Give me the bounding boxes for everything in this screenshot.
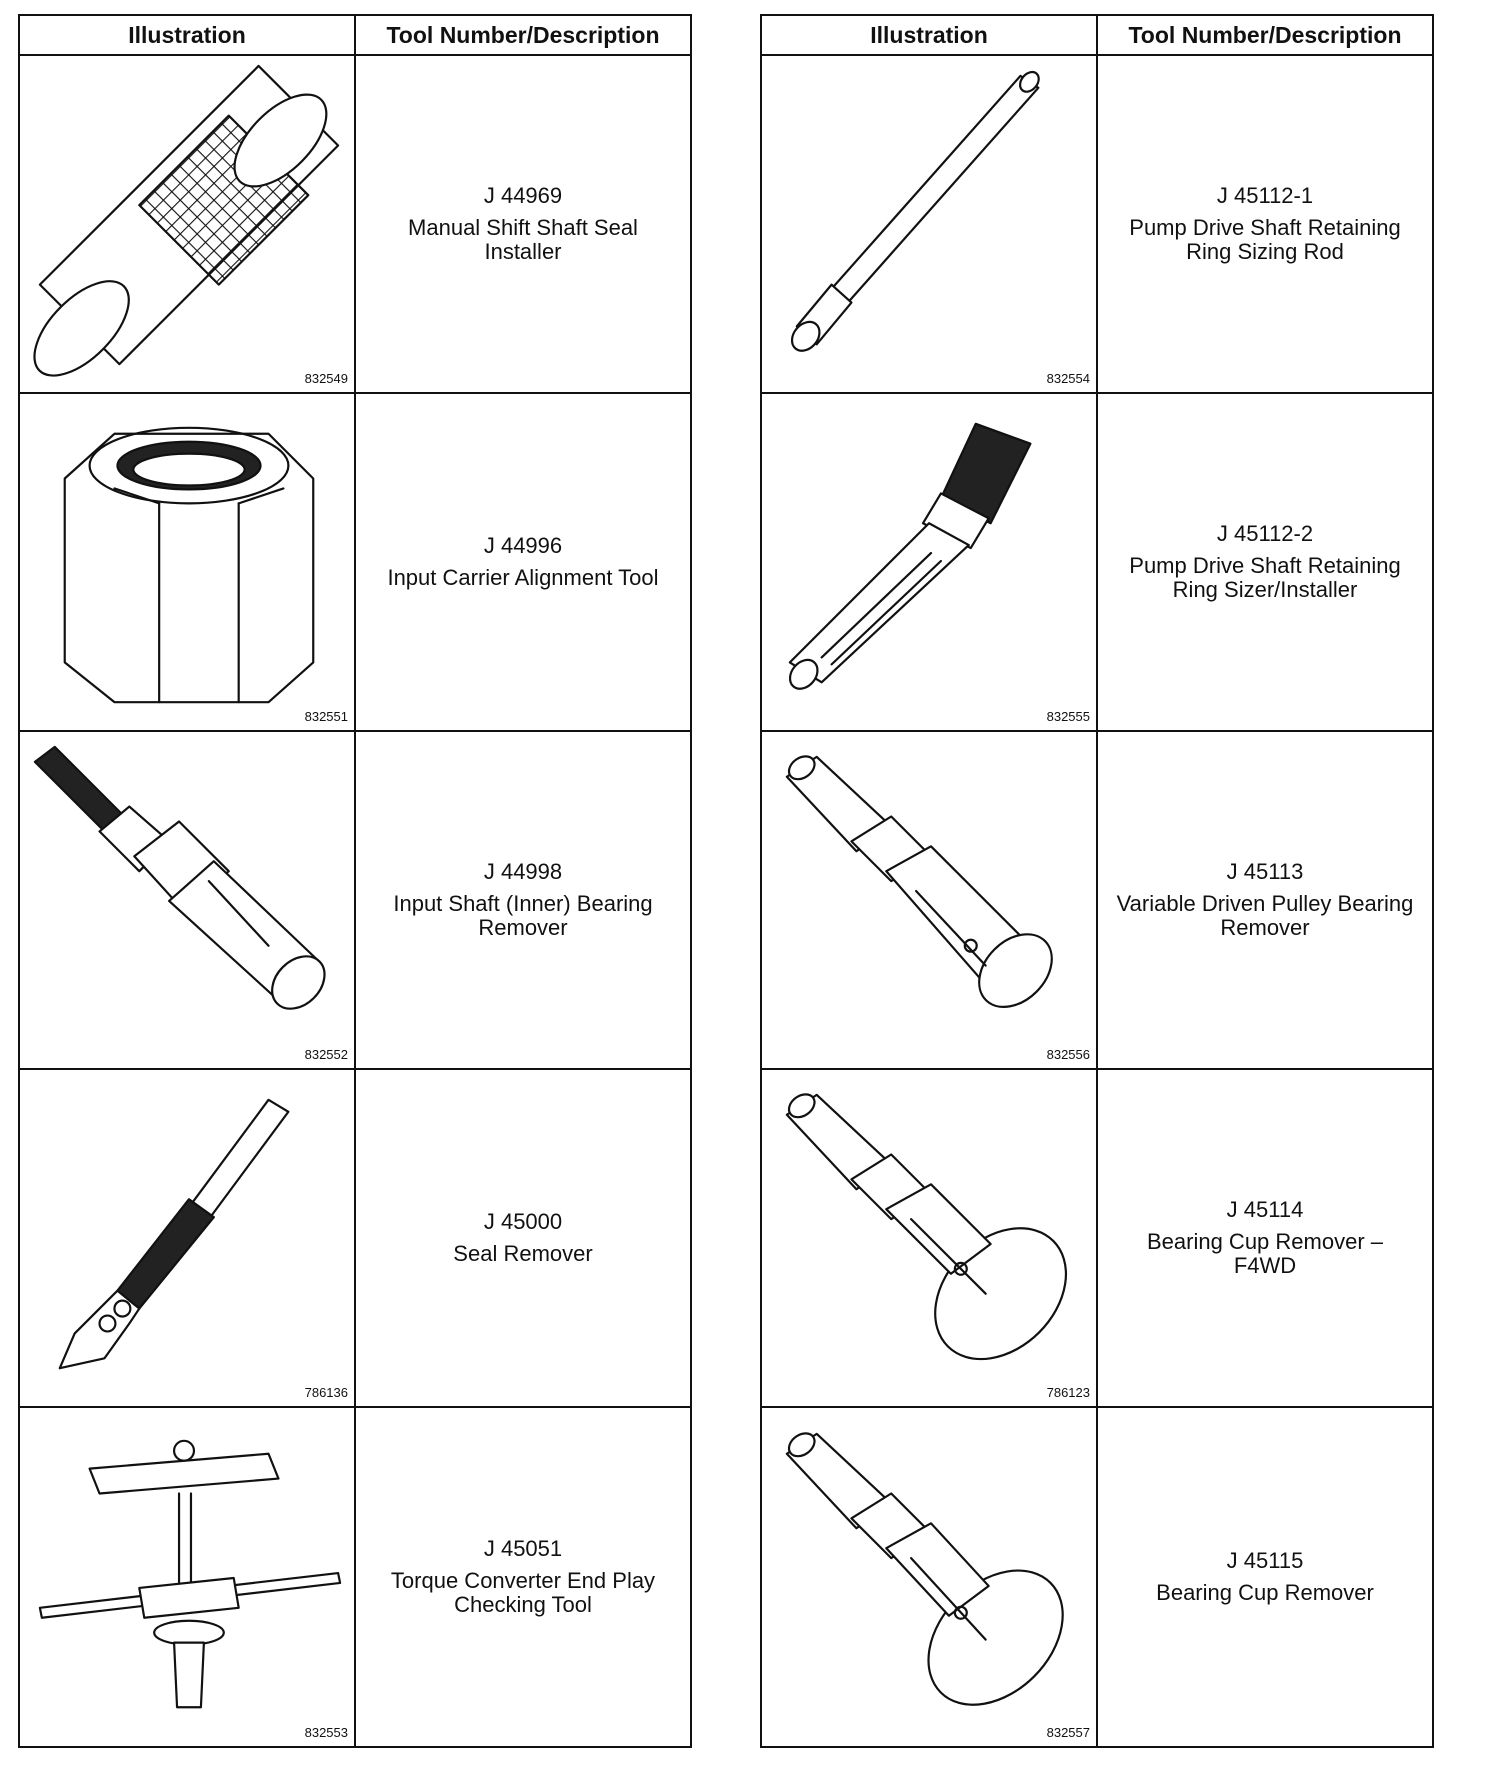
tool-name: Torque Converter End Play Checking Tool — [390, 1568, 656, 1617]
tool-header: Tool Number/Description — [1128, 21, 1402, 48]
figure-number: 832556 — [1046, 1047, 1090, 1062]
sizing-rod-illustration: 832554 — [762, 56, 1098, 392]
figure-number: 786123 — [1046, 1385, 1090, 1400]
tool-number: J 45113 — [1226, 859, 1304, 884]
figure-number: 832552 — [304, 1047, 348, 1062]
table-row: 832553 J 45051 Torque Converter End Play… — [20, 1408, 690, 1746]
figure-number: 832557 — [1046, 1725, 1090, 1740]
table-row: 832555 J 45112-2 Pump Drive Shaft Retain… — [762, 394, 1432, 732]
tool-name: Input Shaft (Inner) Bearing Remover — [393, 891, 653, 940]
tool-description-cell: J 45000 Seal Remover — [356, 1070, 690, 1406]
pulley-bearing-remover-illustration: 832556 — [762, 732, 1098, 1068]
tool-number: J 45115 — [1226, 1548, 1304, 1573]
tool-number: J 45114 — [1226, 1197, 1304, 1222]
illustration-header: Illustration — [762, 16, 1098, 54]
table-header: Illustration Tool Number/Description — [762, 16, 1432, 56]
tool-number: J 44969 — [483, 183, 563, 208]
tool-description-cell: J 45112-2 Pump Drive Shaft Retaining Rin… — [1098, 394, 1432, 730]
tool-name: Pump Drive Shaft Retaining Ring Sizer/In… — [1129, 553, 1401, 602]
seal-remover-illustration: 786136 — [20, 1070, 356, 1406]
tool-number: J 44998 — [483, 859, 563, 884]
tool-description-cell: J 45112-1 Pump Drive Shaft Retaining Rin… — [1098, 56, 1432, 392]
table-row: 832552 J 44998 Input Shaft (Inner) Beari… — [20, 732, 690, 1070]
table-row: 786136 J 45000 Seal Remover — [20, 1070, 690, 1408]
tool-number: J 45000 — [483, 1209, 563, 1234]
bearing-cup-remover-f4wd-illustration: 786123 — [762, 1070, 1098, 1406]
tool-number: J 44996 — [483, 533, 563, 558]
tool-name: Seal Remover — [453, 1241, 593, 1266]
figure-number: 832554 — [1046, 371, 1090, 386]
tool-description-cell: J 44998 Input Shaft (Inner) Bearing Remo… — [356, 732, 690, 1068]
figure-number: 832549 — [304, 371, 348, 386]
tool-header: Tool Number/Description — [386, 21, 660, 48]
sizer-installer-illustration: 832555 — [762, 394, 1098, 730]
tool-number: J 45112-2 — [1216, 521, 1314, 546]
tool-description-cell: J 45115 Bearing Cup Remover — [1098, 1408, 1432, 1746]
table-row: 832554 J 45112-1 Pump Drive Shaft Retain… — [762, 56, 1432, 394]
tool-description-cell: J 44969 Manual Shift Shaft Seal Installe… — [356, 56, 690, 392]
figure-number: 832553 — [304, 1725, 348, 1740]
tool-name: Pump Drive Shaft Retaining Ring Sizing R… — [1129, 215, 1401, 264]
table-row: 832556 J 45113 Variable Driven Pulley Be… — [762, 732, 1432, 1070]
tool-number: J 45051 — [483, 1536, 563, 1561]
tool-description-cell: J 45114 Bearing Cup Remover – F4WD — [1098, 1070, 1432, 1406]
figure-number: 786136 — [304, 1385, 348, 1400]
bearing-cup-remover-illustration: 832557 — [762, 1408, 1098, 1746]
table-row: 786123 J 45114 Bearing Cup Remover – F4W… — [762, 1070, 1432, 1408]
bearing-remover-illustration: 832552 — [20, 732, 356, 1068]
tool-table-left: Illustration Tool Number/Description 832… — [18, 14, 692, 1748]
alignment-tool-illustration: 832551 — [20, 394, 356, 730]
tool-name: Input Carrier Alignment Tool — [387, 565, 659, 590]
figure-number: 832551 — [304, 709, 348, 724]
tool-description-cell: J 45051 Torque Converter End Play Checki… — [356, 1408, 690, 1746]
tool-name: Manual Shift Shaft Seal Installer — [408, 215, 638, 264]
tool-table-right: Illustration Tool Number/Description 832… — [760, 14, 1434, 1748]
illustration-header: Illustration — [20, 16, 356, 54]
tool-description-cell: J 45113 Variable Driven Pulley Bearing R… — [1098, 732, 1432, 1068]
table-row: 832549 J 44969 Manual Shift Shaft Seal I… — [20, 56, 690, 394]
seal-installer-illustration: 832549 — [20, 56, 356, 392]
table-row: 832557 J 45115 Bearing Cup Remover — [762, 1408, 1432, 1746]
tool-name: Bearing Cup Remover — [1156, 1580, 1374, 1605]
end-play-tool-illustration: 832553 — [20, 1408, 356, 1746]
tool-name: Variable Driven Pulley Bearing Remover — [1116, 891, 1414, 940]
tool-name: Bearing Cup Remover – F4WD — [1146, 1229, 1383, 1278]
figure-number: 832555 — [1046, 709, 1090, 724]
tool-number: J 45112-1 — [1216, 183, 1314, 208]
tool-description-cell: J 44996 Input Carrier Alignment Tool — [356, 394, 690, 730]
table-header: Illustration Tool Number/Description — [20, 16, 690, 56]
table-row: 832551 J 44996 Input Carrier Alignment T… — [20, 394, 690, 732]
